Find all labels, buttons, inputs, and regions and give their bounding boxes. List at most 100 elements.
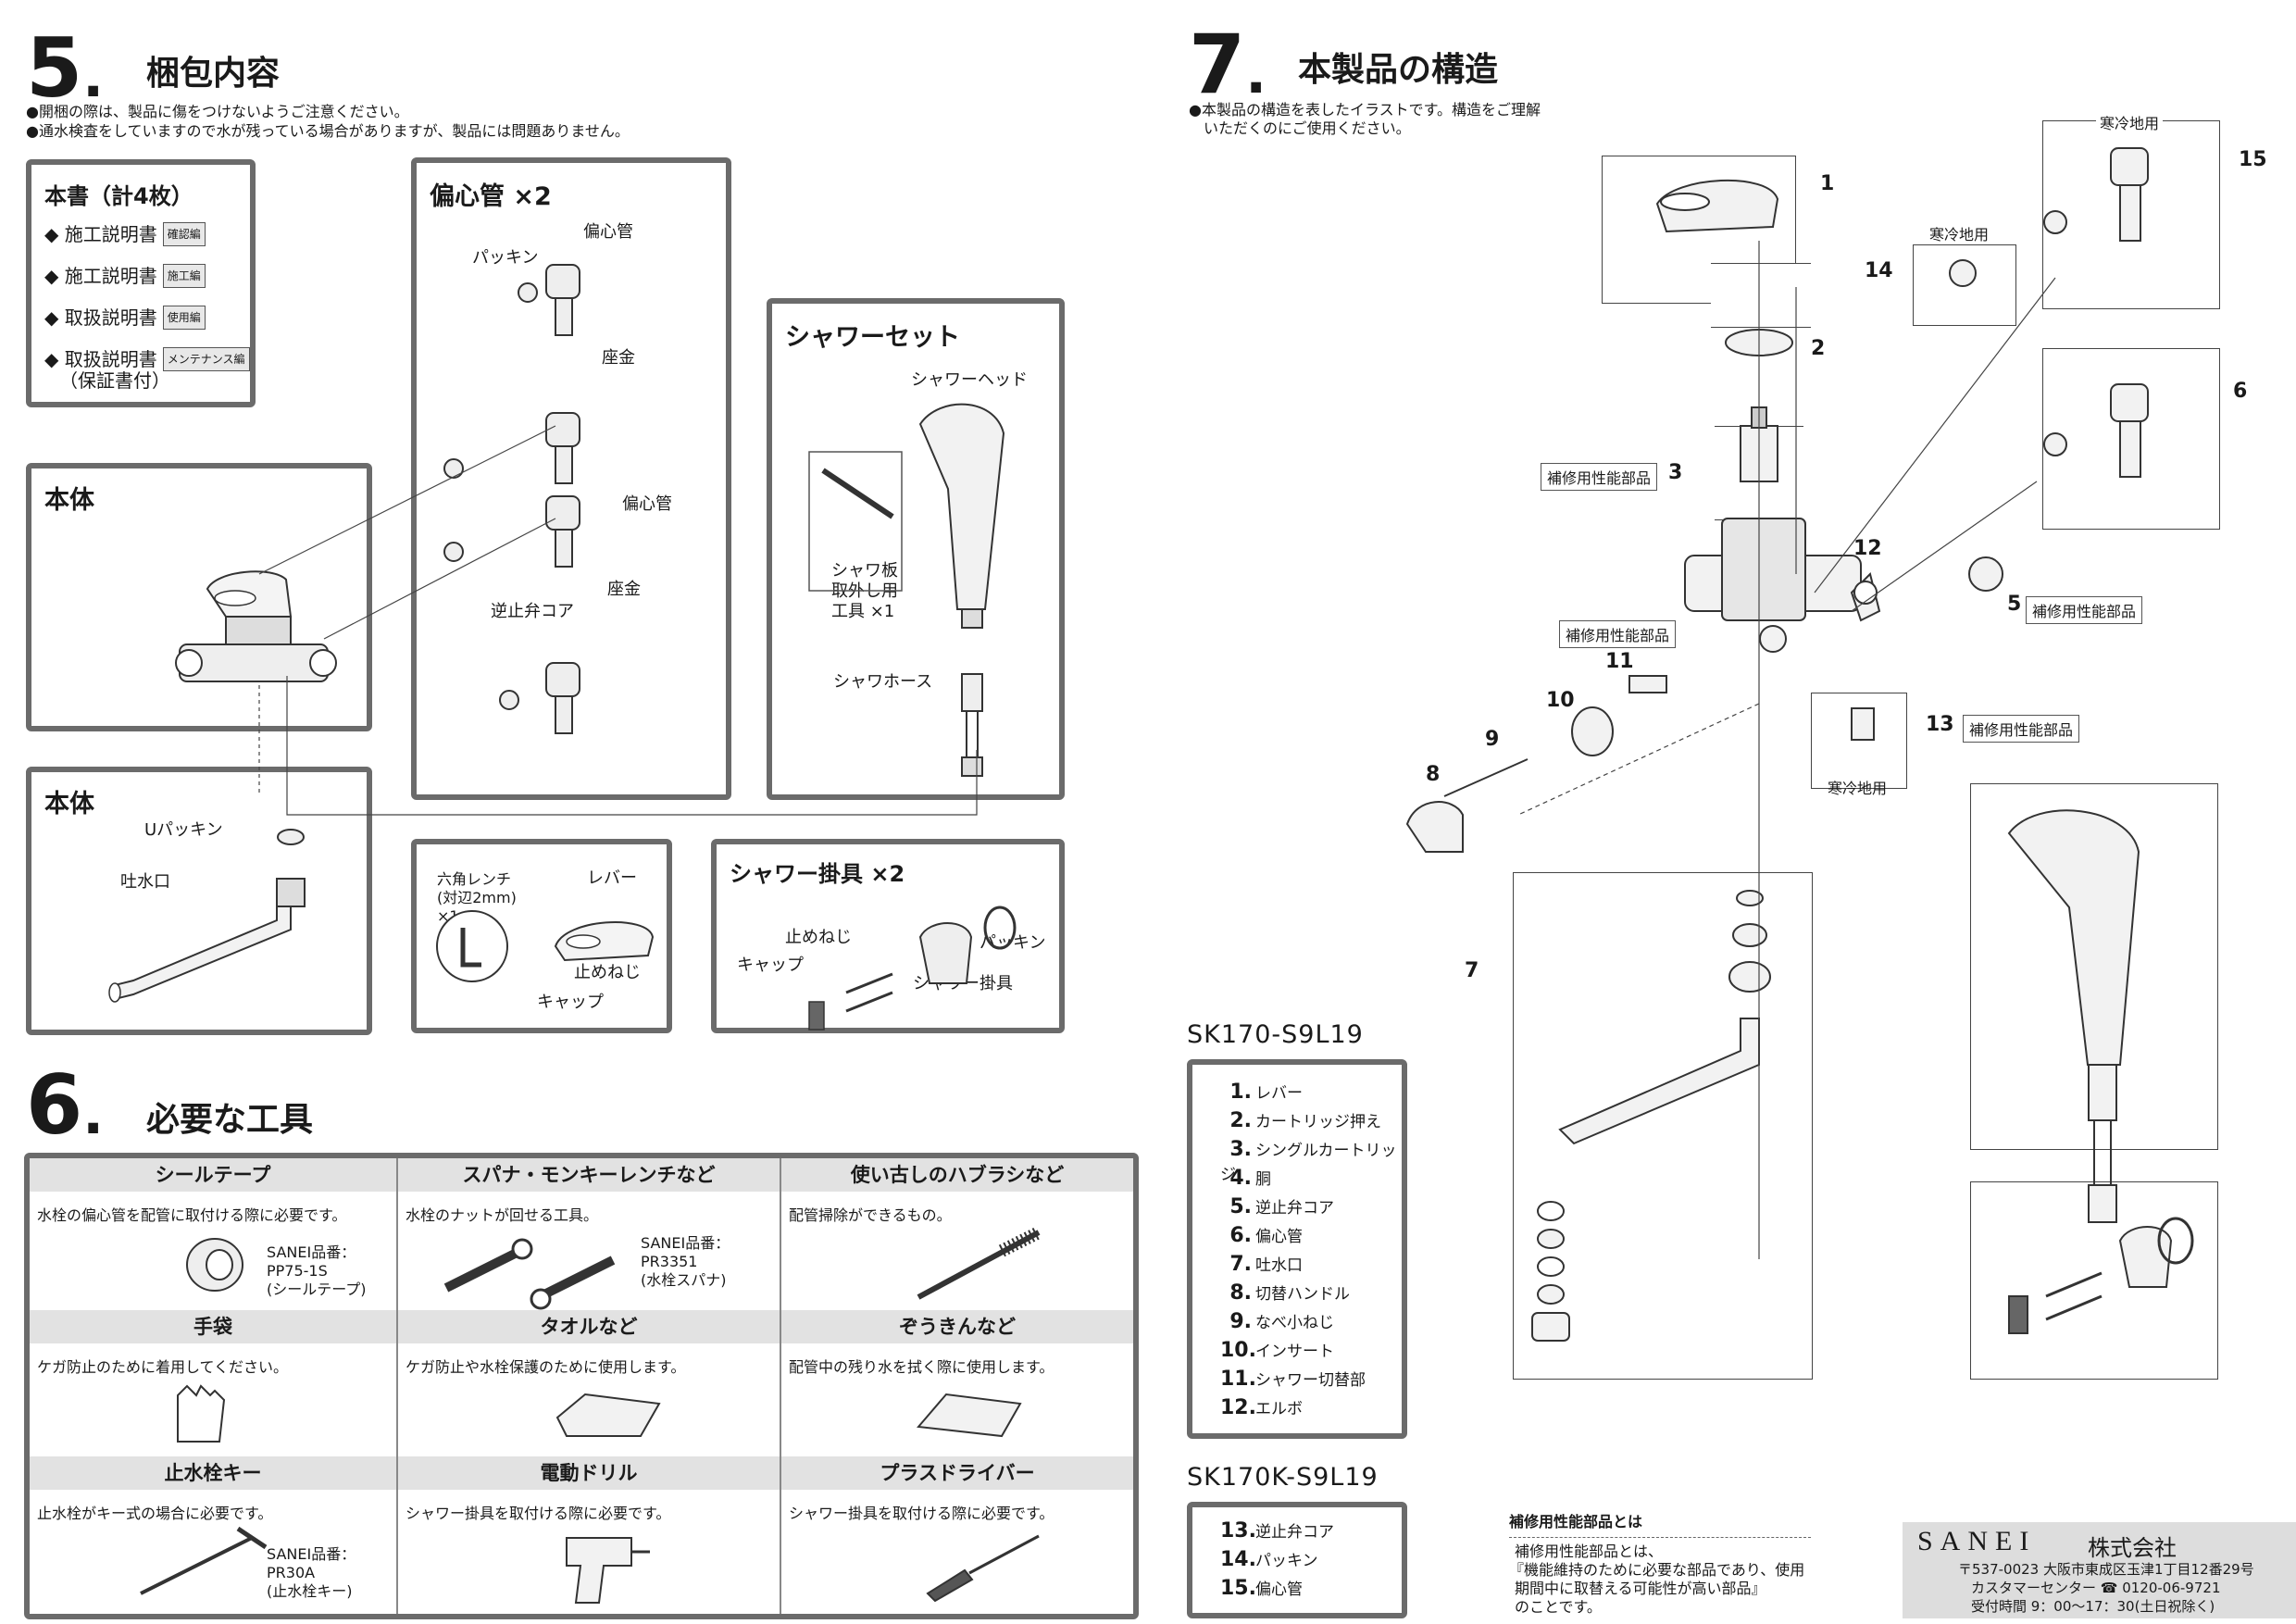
electric-drill-icon xyxy=(566,1537,650,1604)
tool-desc-seal-tape: 水栓の偏心管を配管に取付ける際に必要です。 xyxy=(37,1206,347,1224)
cold-region-label-15: 寒冷地用 xyxy=(2096,115,2164,133)
docs-box: 本書（計4枚） ◆ 施工説明書確認編 ◆ 施工説明書施工編 ◆ 取扱説明書使用編… xyxy=(26,159,256,407)
toothbrush-icon xyxy=(917,1226,1042,1300)
shower-head-label: シャワーヘッド xyxy=(911,370,1028,390)
tool-head-spanner: スパナ・モンキーレンチなど xyxy=(398,1158,780,1192)
offset-pipe-label-1: 偏心管 xyxy=(583,222,633,242)
tool-desc-drill: シャワー掛具を取付ける際に必要です。 xyxy=(406,1505,671,1522)
shower-hook-title: シャワー掛具 ×2 xyxy=(730,861,905,887)
callout-10: 10 xyxy=(1546,689,1575,712)
rag-icon xyxy=(917,1393,1022,1438)
business-hours: 受付時間 9：00～17：30(土日祝除く) xyxy=(1971,1598,2215,1615)
doc-item-4: ◆ 取扱説明書メンテナンス編 xyxy=(44,347,250,371)
part-10: 10.インサート xyxy=(1220,1339,1334,1362)
part-7: 7.吐水口 xyxy=(1229,1253,1303,1276)
model-name-2: SK170K-S9L19 xyxy=(1187,1463,1379,1492)
callout-3: 3 xyxy=(1668,461,1683,484)
part-8: 8.切替ハンドル xyxy=(1229,1281,1350,1305)
tools-table: シールテープ スパナ・モンキーレンチなど 使い古しのハブラシなど 水栓の偏心管を… xyxy=(24,1153,1139,1619)
section-title-packing: 梱包内容 xyxy=(146,55,281,93)
body-box-1-title: 本体 xyxy=(44,486,94,515)
callout-8: 8 xyxy=(1426,763,1441,786)
tool-code-seal-tape-1: SANEI品番： xyxy=(267,1243,356,1261)
tool-code-stop-key-1: SANEI品番： xyxy=(267,1545,356,1563)
lever-box: 六角レンチ (対辺2mm) ×1 レバー 止めねじ キャップ xyxy=(411,839,672,1033)
spanner-icon xyxy=(443,1238,616,1310)
offset-pipes-illustration xyxy=(443,264,580,734)
doc-item-3: ◆ 取扱説明書使用編 xyxy=(44,306,206,330)
company-address: 〒537-0023 大阪市東成区玉津1丁目12番29号 xyxy=(1958,1561,2254,1578)
part-14: 14.パッキン xyxy=(1220,1548,1318,1571)
tool-head-stop-key: 止水栓キー xyxy=(30,1456,396,1490)
cap-label: キャップ xyxy=(537,993,604,1012)
washer-label-2: 座金 xyxy=(607,580,641,599)
shower-set-title: シャワーセット xyxy=(785,323,960,352)
part-1: 1.レバー xyxy=(1229,1081,1303,1104)
part-15: 15.偏心管 xyxy=(1220,1577,1303,1600)
u-packing-label: Uパッキン xyxy=(144,820,223,840)
repair-part-badge-13: 補修用性能部品 xyxy=(1963,715,2080,743)
wrench-label-1: 六角レンチ xyxy=(437,870,512,888)
tool-desc-stop-key: 止水栓がキー式の場合に必要です。 xyxy=(37,1505,273,1522)
shower-hook-illustration xyxy=(808,906,1017,1031)
part-6: 6.偏心管 xyxy=(1229,1224,1303,1247)
customer-center: カスタマーセンター ☎ 0120-06-9721 xyxy=(1971,1580,2221,1596)
tool-head-rag: ぞうきんなど xyxy=(781,1310,1133,1343)
section-number-5: 5. xyxy=(26,20,105,116)
packing-note-1: ●開梱の際は、製品に傷をつけないようご注意ください。 xyxy=(26,103,409,120)
section-title-structure: 本製品の構造 xyxy=(1298,51,1499,89)
callout-6: 6 xyxy=(2233,380,2248,403)
set-screw-label: 止めねじ xyxy=(574,963,641,982)
repair-def-4: のことです。 xyxy=(1515,1598,1602,1616)
packing-connector-lines xyxy=(258,425,978,816)
tool-desc-toothbrush: 配管掃除ができるもの。 xyxy=(789,1206,952,1224)
doc-item-1: ◆ 施工説明書確認編 xyxy=(44,222,206,246)
callout-1: 1 xyxy=(1820,172,1835,195)
screwdriver-icon xyxy=(926,1534,1040,1603)
tool-code-stop-key-2: PR30A xyxy=(267,1564,316,1581)
tool-desc-rag: 配管中の残り水を拭く際に使用します。 xyxy=(789,1358,1054,1376)
part-3: 3.シングルカートリッジ xyxy=(1220,1138,1397,1184)
tool-head-screwdriver: プラスドライバー xyxy=(781,1456,1133,1490)
part-12: 12.エルボ xyxy=(1220,1396,1303,1419)
tool-code-seal-tape-2: PP75-1S xyxy=(267,1262,328,1280)
towel-icon xyxy=(555,1393,661,1437)
packing-note-2: ●通水検査をしていますので水が残っている場合がありますが、製品には問題ありません… xyxy=(26,122,630,140)
spout-label: 吐水口 xyxy=(120,872,170,892)
tool-desc-spanner: 水栓のナットが回せる工具。 xyxy=(406,1206,599,1224)
part-5: 5.逆止弁コア xyxy=(1229,1195,1334,1218)
tool-head-toothbrush: 使い古しのハブラシなど xyxy=(781,1158,1133,1192)
lever-illustration xyxy=(436,910,655,982)
exploded-faucet-illustration xyxy=(1405,147,2194,1342)
structure-note-2: いただくのにご使用ください。 xyxy=(1204,119,1411,137)
section-number-6: 6. xyxy=(26,1057,105,1153)
part-9: 9.なべ小ねじ xyxy=(1229,1310,1334,1333)
callout-5: 5 xyxy=(2007,593,2022,616)
tool-head-seal-tape: シールテープ xyxy=(30,1158,396,1192)
repair-def-title: 補修用性能部品とは xyxy=(1509,1513,1643,1530)
tool-head-drill: 電動ドリル xyxy=(398,1456,780,1490)
tool-code-spanner-2: PR3351 xyxy=(641,1253,698,1270)
model-name-1: SK170-S9L19 xyxy=(1187,1020,1364,1049)
repair-def-1: 補修用性能部品とは、 xyxy=(1515,1543,1664,1560)
stop-key-icon xyxy=(140,1526,268,1595)
part-11: 11.シャワー切替部 xyxy=(1220,1368,1366,1391)
tool-code-seal-tape-3: (シールテープ) xyxy=(267,1280,367,1298)
callout-7: 7 xyxy=(1465,959,1479,982)
callout-12: 12 xyxy=(1853,537,1882,560)
part-2: 2.カートリッジ押え xyxy=(1229,1109,1381,1132)
spout-illustration xyxy=(108,829,306,1003)
washer-label-1: 座金 xyxy=(602,348,635,368)
tool-label-3: 工具 ×1 xyxy=(831,602,895,621)
callout-9: 9 xyxy=(1485,728,1500,751)
offset-pipe-label-2: 偏心管 xyxy=(622,494,672,514)
callout-14: 14 xyxy=(1865,259,1893,282)
check-valve-label: 逆止弁コア xyxy=(491,602,574,621)
offset-pipe-box: 偏心管 ×2 パッキン 偏心管 座金 偏心管 座金 逆止弁コア xyxy=(411,157,731,800)
offset-pipe-title: 偏心管 ×2 xyxy=(430,182,552,211)
company-kabushiki: 株式会社 xyxy=(2088,1535,2177,1561)
tool-desc-gloves: ケガ防止のために着用してください。 xyxy=(37,1358,289,1376)
repair-part-badge-5: 補修用性能部品 xyxy=(2026,596,2143,624)
tool-code-stop-key-3: (止水栓キー) xyxy=(267,1582,353,1600)
tool-label-1: シャワ板 xyxy=(831,561,898,581)
